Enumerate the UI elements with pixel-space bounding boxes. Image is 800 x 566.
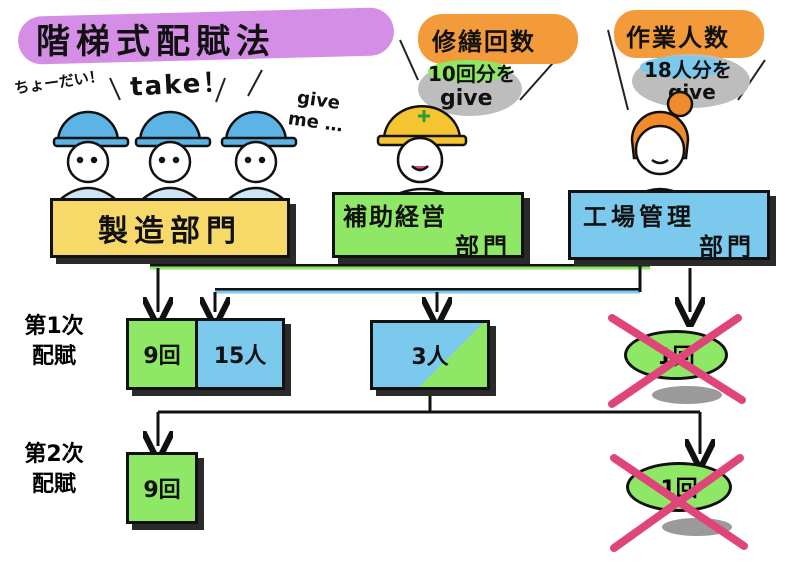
page-title: 階梯式配賦法 [36,22,276,62]
callout-repair-title: 修繕回数 [432,28,536,56]
callout-workers-bg [614,10,764,58]
manager-icon [630,90,694,208]
stage1-factory-shadow [652,386,722,404]
stage2-label: 第2次 配賦 [24,442,84,497]
stage1-cross-icon [608,314,746,408]
stage2-cross-icon [610,454,748,552]
dept-factory: 工場管理 部門 [568,190,770,261]
callout-workers-title: 作業人数 [626,24,730,52]
dept-factory-label-1: 工場管理 [583,203,695,231]
callout-repair-green [428,60,510,82]
dept-aux: 補助経営 部門 [332,192,524,261]
callout-repair-bg [418,14,578,64]
callout-repair-line2: give [440,86,493,111]
stage1-label: 第1次 配賦 [24,314,84,369]
dept-factory-label-2: 部門 [699,233,755,261]
dept-aux-label-2: 部門 [455,233,511,261]
dept-manufacturing-label: 製造部門 [98,214,242,249]
stage2-mfg-repair: 9回 [126,452,198,524]
worker-1-icon [52,110,130,212]
dept-manufacturing: 製造部門 [50,198,290,258]
dept-aux-label-1: 補助経営 [343,203,447,231]
stage1-aux-workers: 3人 [370,320,490,390]
stage1-mfg-workers: 15人 [195,318,285,390]
callout-workers-blue [640,56,726,78]
callout-workers-line1: 18人分を [644,58,732,82]
stage1-mfg-repair: 9回 [126,318,198,390]
callout-repair-line1: 10回分を [428,62,516,86]
